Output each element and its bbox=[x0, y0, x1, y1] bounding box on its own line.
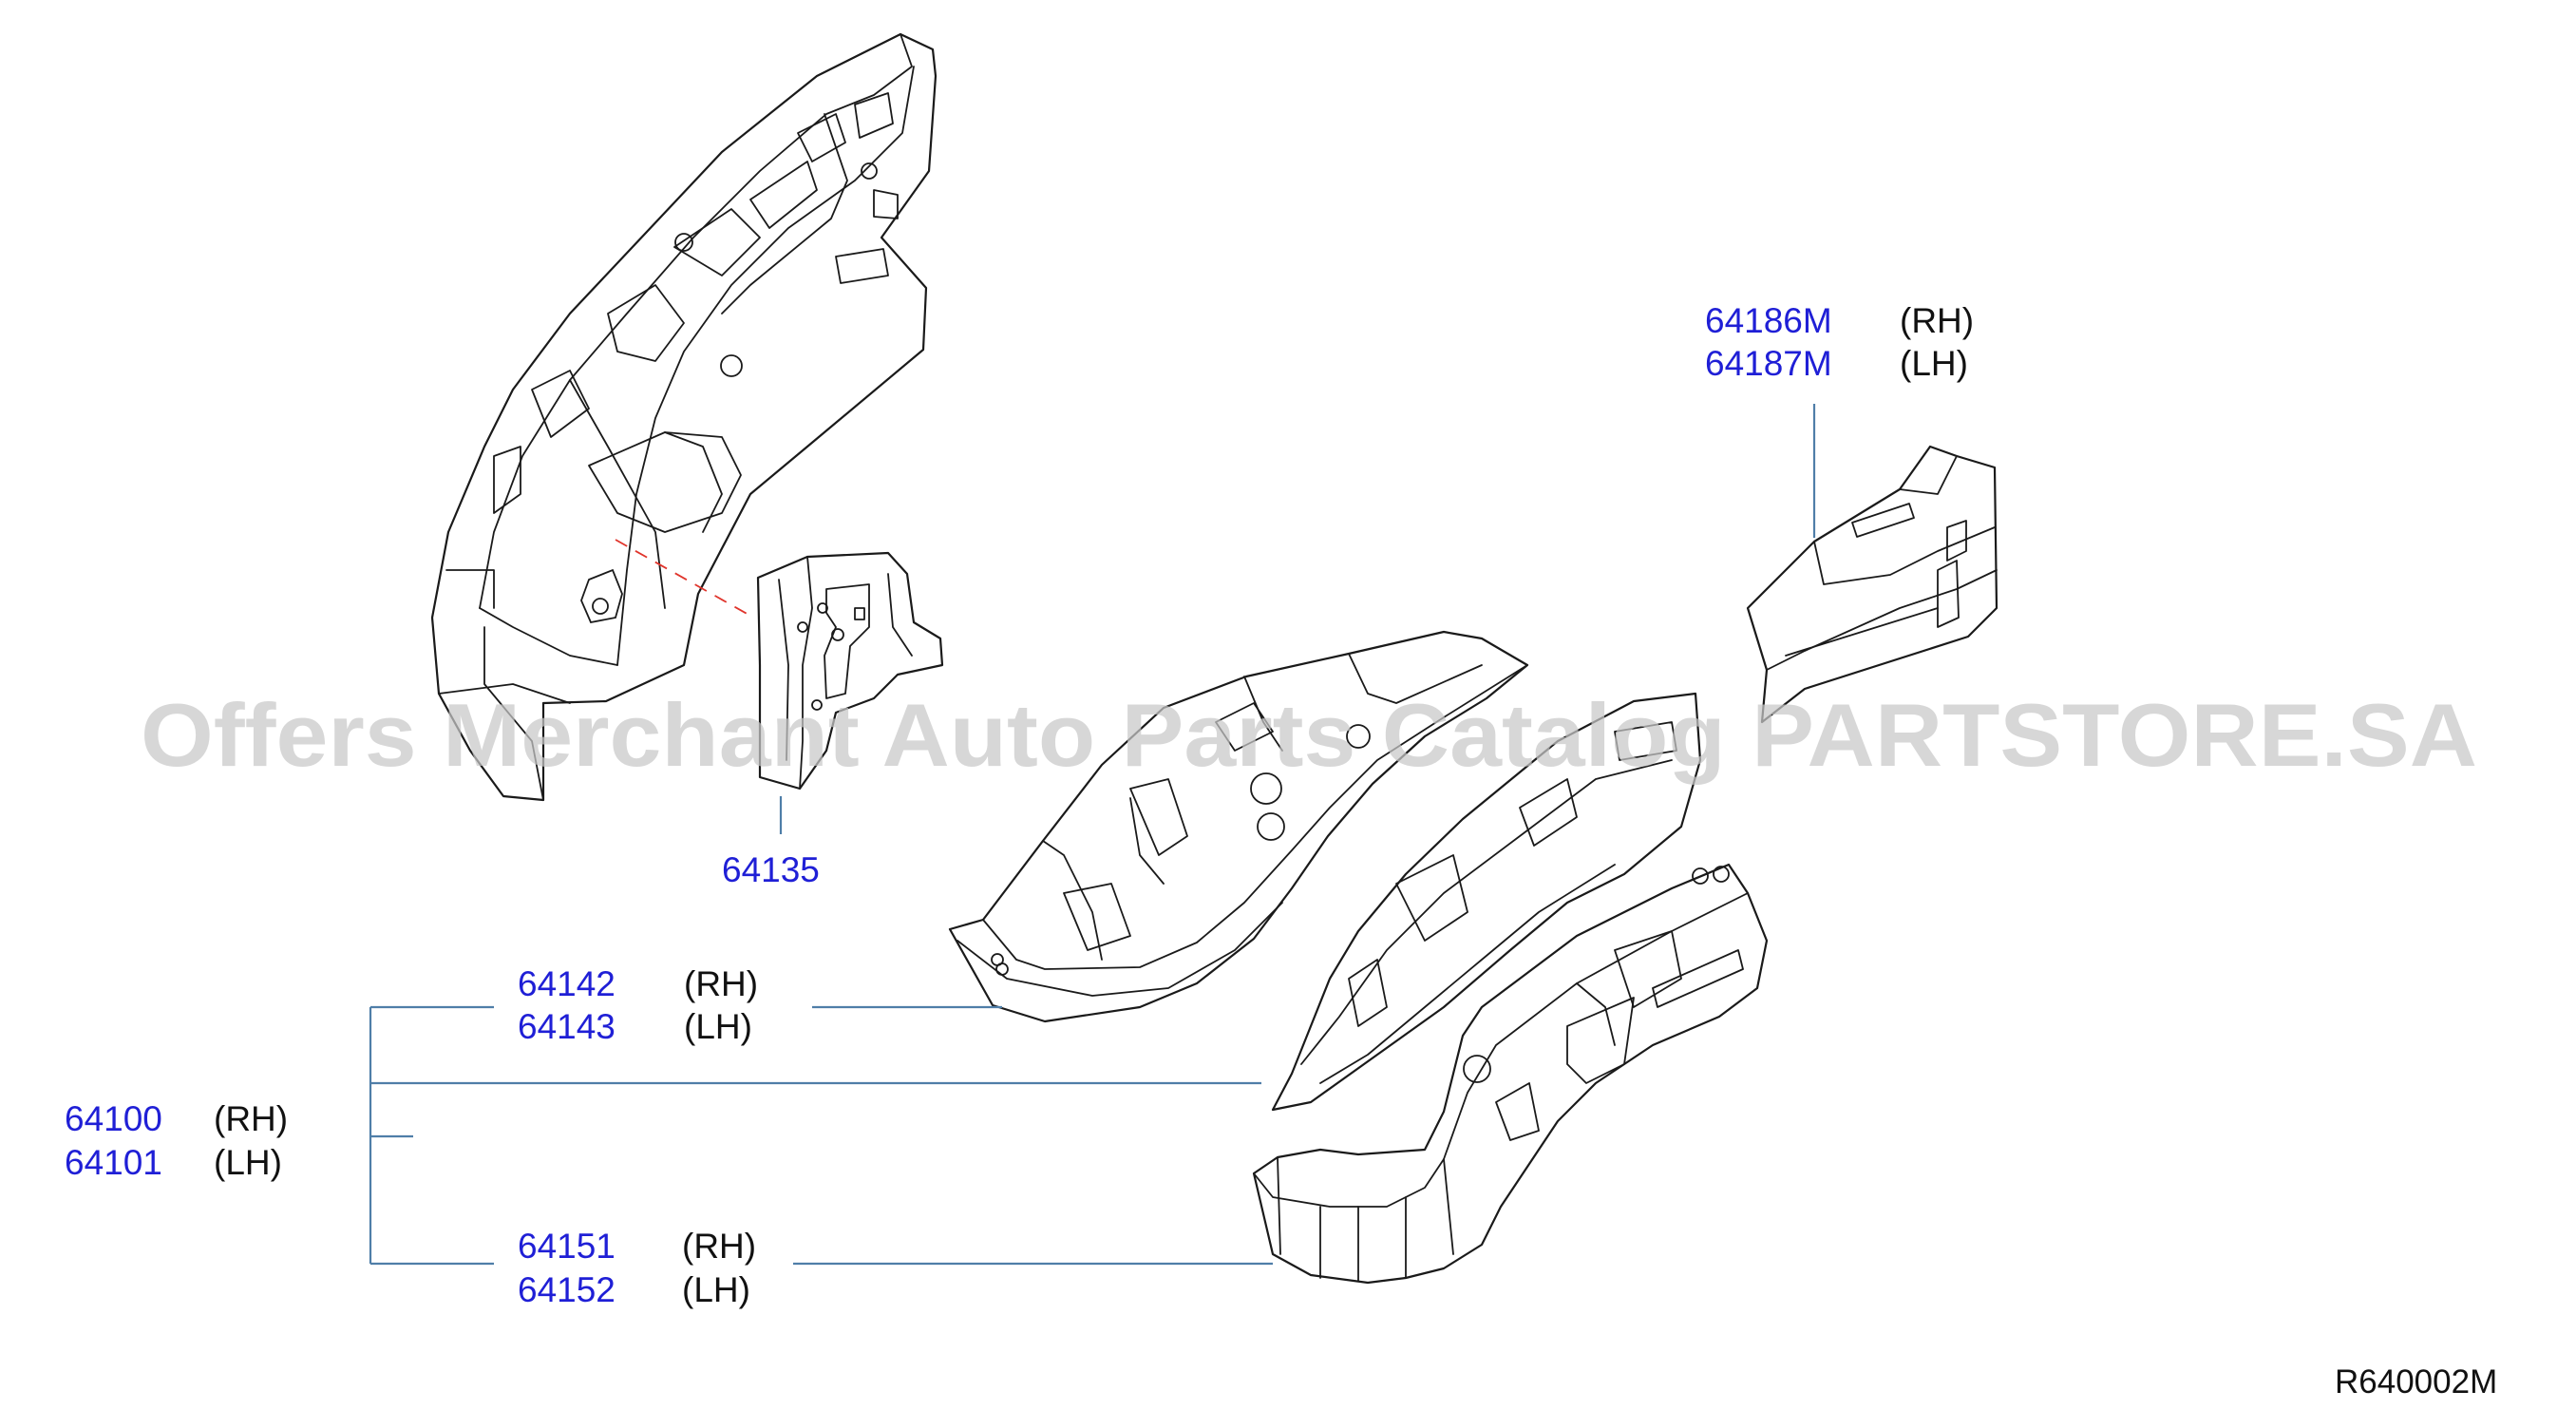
part-number[interactable]: 64100 bbox=[65, 1099, 162, 1138]
callout-64135: 64135 bbox=[722, 850, 820, 889]
small-bracket-drawing bbox=[1746, 445, 1998, 724]
side-label: (RH) bbox=[682, 1227, 756, 1266]
callout-64142: 64142 (RH) 64143 (LH) bbox=[518, 964, 758, 1046]
side-label: (LH) bbox=[1900, 344, 1968, 383]
inner-panel-rail-drawing bbox=[1271, 692, 1702, 1112]
side-label: (LH) bbox=[682, 1270, 750, 1309]
watermark-text: Offers Merchant Auto Parts Catalog PARTS… bbox=[141, 685, 2477, 785]
front-side-member-drawing bbox=[948, 630, 1529, 1023]
part-number[interactable]: 64135 bbox=[722, 850, 820, 889]
alignment-dashed-line bbox=[615, 539, 751, 617]
side-label: (RH) bbox=[1900, 301, 1974, 340]
side-label: (RH) bbox=[684, 964, 758, 1003]
part-number[interactable]: 64187M bbox=[1705, 344, 1832, 383]
callout-64100: 64100 (RH) 64101 (LH) bbox=[65, 1099, 288, 1182]
reinforcement-bracket-drawing bbox=[756, 551, 944, 791]
front-rail-extension-drawing bbox=[1252, 863, 1769, 1285]
part-number[interactable]: 64143 bbox=[518, 1007, 616, 1046]
side-label: (LH) bbox=[684, 1007, 752, 1046]
part-number[interactable]: 64101 bbox=[65, 1143, 162, 1182]
side-label: (LH) bbox=[214, 1143, 282, 1182]
hoodledge-assembly-drawing bbox=[430, 32, 938, 802]
side-label: (RH) bbox=[214, 1099, 288, 1138]
diagram-reference-code: R640002M bbox=[2335, 1363, 2497, 1400]
callout-64151: 64151 (RH) 64152 (LH) bbox=[518, 1227, 756, 1309]
part-number[interactable]: 64151 bbox=[518, 1227, 616, 1266]
leader-lines bbox=[369, 404, 1816, 1266]
part-number[interactable]: 64142 bbox=[518, 964, 616, 1003]
callout-64186m: 64186M (RH) 64187M (LH) bbox=[1705, 301, 1974, 383]
part-number[interactable]: 64152 bbox=[518, 1270, 616, 1309]
part-number[interactable]: 64186M bbox=[1705, 301, 1832, 340]
